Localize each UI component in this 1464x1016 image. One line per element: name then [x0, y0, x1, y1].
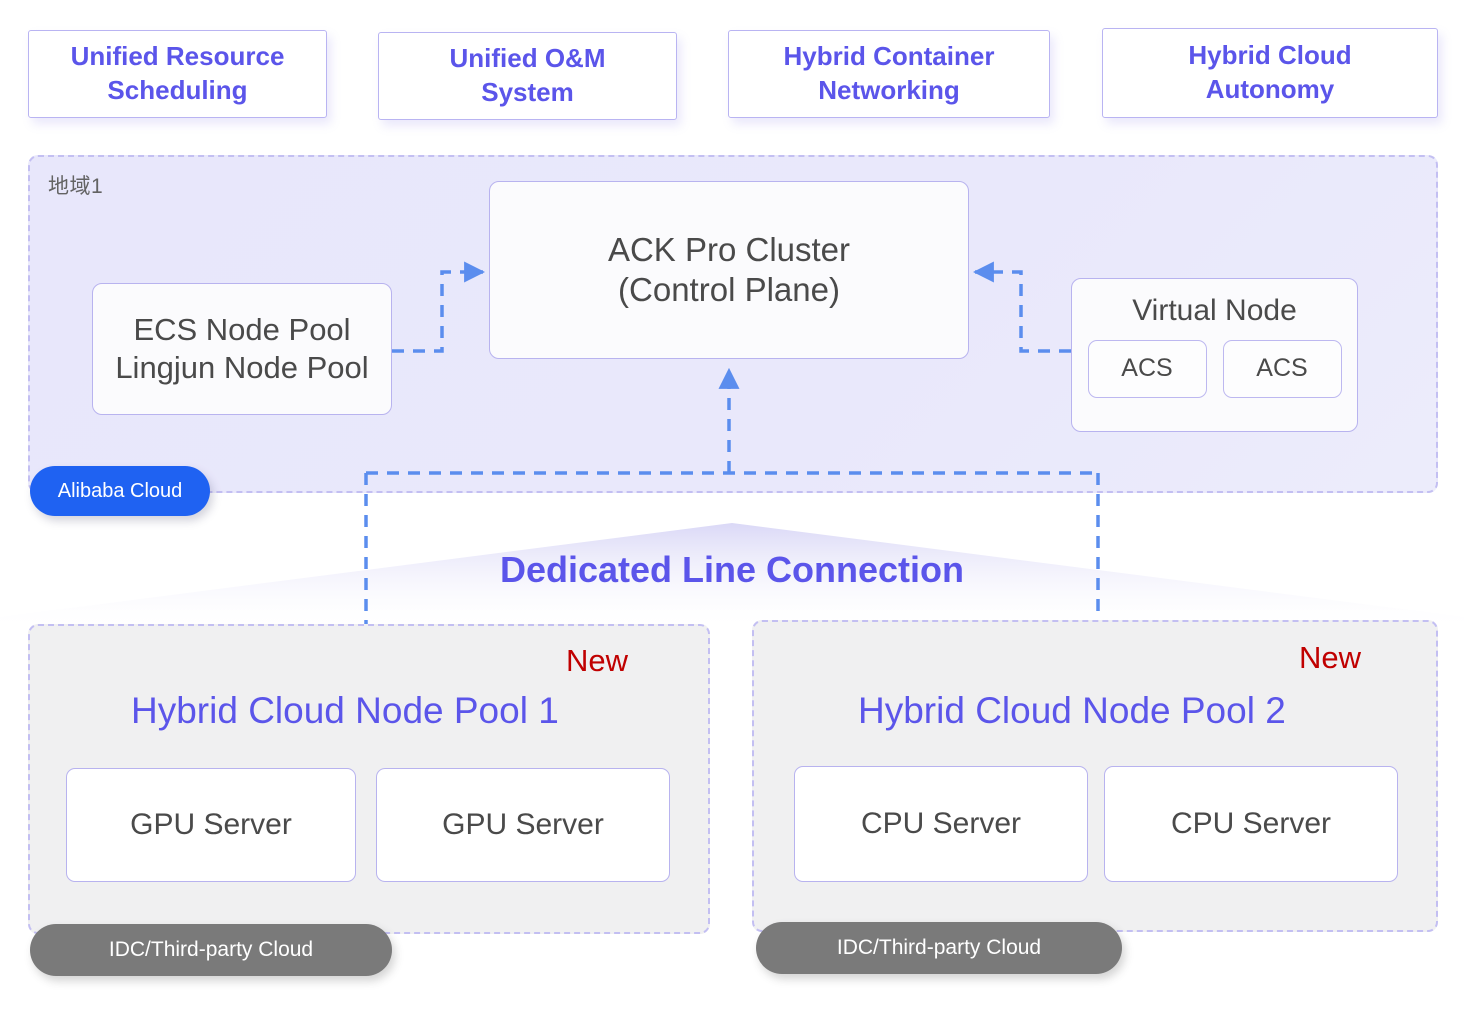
feature-label-lines: Hybrid Container Networking [784, 40, 995, 108]
feature-line-2: Networking [818, 75, 960, 105]
connector-ecs-to-ack [392, 261, 486, 353]
connector-virtualnode-to-ack [972, 261, 1071, 353]
acs-instance-2[interactable]: ACS [1222, 339, 1342, 398]
feature-box-hybrid-cloud-autonomy[interactable]: Hybrid Cloud Autonomy [1102, 28, 1438, 118]
pool-2-server-2[interactable]: CPU Server [1104, 766, 1398, 882]
feature-line-2: Scheduling [107, 75, 248, 105]
pool-2-title: Hybrid Cloud Node Pool 2 [858, 690, 1286, 731]
pool-1-title: Hybrid Cloud Node Pool 1 [131, 690, 559, 731]
feature-line-2: Autonomy [1205, 74, 1335, 104]
feature-box-unified-resource-scheduling[interactable]: Unified Resource Scheduling [28, 30, 327, 118]
ack-cluster-line-1: ACK Pro Cluster [607, 230, 851, 268]
ecs-node-pool-box[interactable]: ECS Node Pool Lingjun Node Pool [92, 283, 392, 415]
ecs-node-pool-line-1: ECS Node Pool [133, 312, 351, 348]
acs-instance-1[interactable]: ACS [1087, 339, 1207, 398]
pool-2-server-1[interactable]: CPU Server [794, 766, 1088, 882]
pool-1-server-2[interactable]: GPU Server [376, 768, 670, 882]
pool-2-new-badge: New [1299, 640, 1362, 675]
virtual-node-instances-row: ACS ACS [1087, 339, 1342, 398]
ack-pro-cluster-box[interactable]: ACK Pro Cluster (Control Plane) [489, 181, 969, 359]
region-label: 地域1 [48, 175, 104, 198]
feature-line-1: Unified O&M [449, 43, 606, 74]
ack-cluster-line-2: (Control Plane) [618, 271, 840, 308]
pool-2-idc-badge: IDC/Third-party Cloud [756, 922, 1122, 974]
pool-1-new-badge: New [566, 643, 629, 678]
feature-label-lines: Hybrid Cloud Autonomy [1188, 39, 1351, 107]
ecs-node-pool-line-2: Lingjun Node Pool [115, 350, 369, 385]
feature-line-1: Hybrid Container [783, 41, 995, 72]
dedicated-line-connection-label: Dedicated Line Connection [499, 549, 965, 590]
feature-label-lines: Unified Resource Scheduling [71, 40, 285, 108]
feature-line-2: System [481, 77, 574, 107]
virtual-node-title: Virtual Node [1132, 294, 1297, 327]
pool-1-server-1[interactable]: GPU Server [66, 768, 356, 882]
feature-label-lines: Unified O&M System [450, 42, 606, 110]
alibaba-cloud-badge: Alibaba Cloud [30, 466, 210, 516]
feature-line-1: Hybrid Cloud [1188, 40, 1352, 71]
feature-box-unified-om-system[interactable]: Unified O&M System [378, 32, 677, 120]
pool-1-idc-badge: IDC/Third-party Cloud [30, 924, 392, 976]
feature-line-1: Unified Resource [70, 41, 285, 72]
feature-box-hybrid-container-networking[interactable]: Hybrid Container Networking [728, 30, 1050, 118]
virtual-node-box[interactable]: Virtual Node ACS ACS [1071, 278, 1358, 432]
